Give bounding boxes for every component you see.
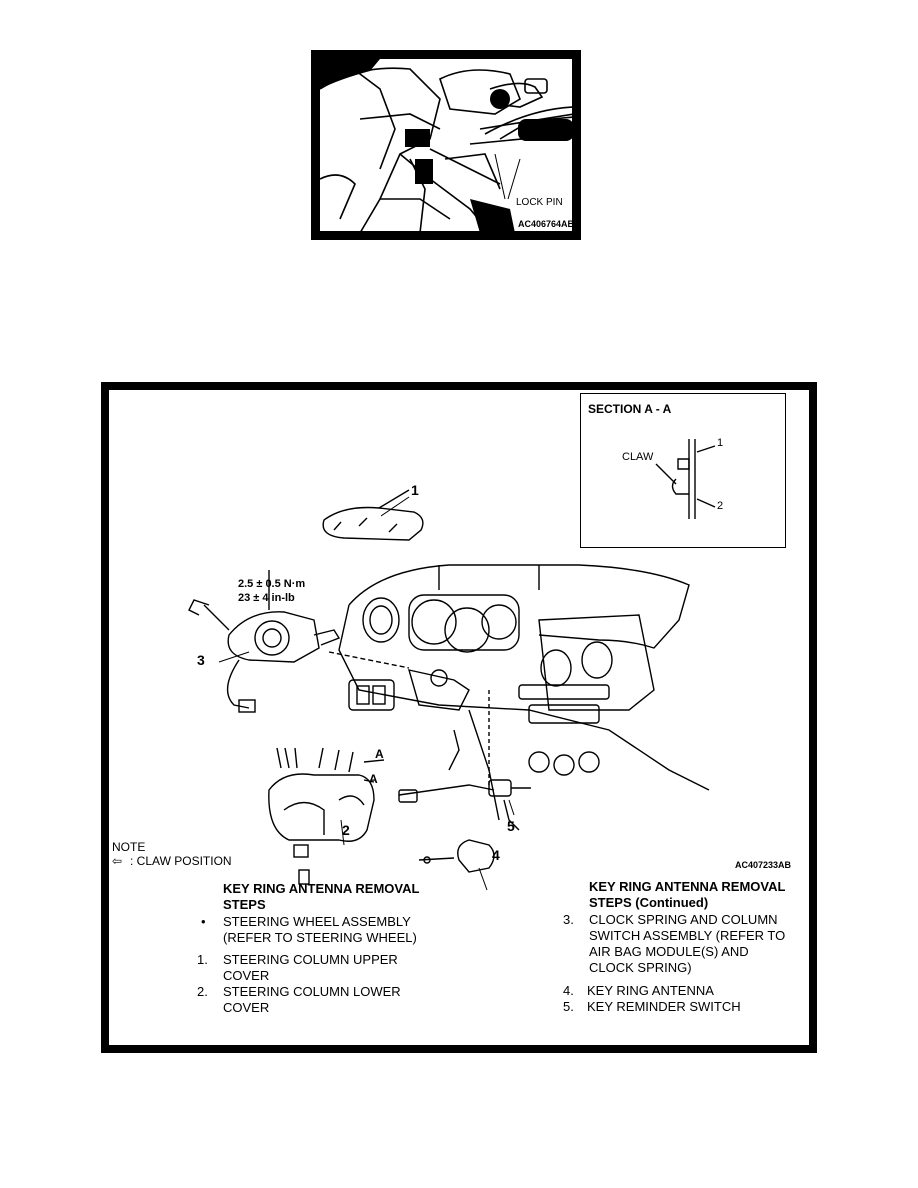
callout-2: 2 <box>342 822 350 838</box>
step-text-line1: STEERING COLUMN LOWER <box>223 984 401 999</box>
step-left-1: 1. STEERING COLUMN UPPER COVER <box>197 952 447 986</box>
key-ring-antenna-figure: SECTION A - A CLAW 1 2 1 2 3 4 5 A A <box>101 382 817 1053</box>
torque-metric: 2.5 ± 0.5 N·m <box>238 578 306 590</box>
step-text-line4: CLOCK SPRING) <box>589 960 692 975</box>
lock-pin-label: LOCK PIN <box>516 197 563 208</box>
lock-pin-illustration: LOCK PIN AC406764AB <box>320 59 572 231</box>
steps-left-heading-line1: KEY RING ANTENNA REMOVAL <box>223 881 420 896</box>
callout-5: 5 <box>507 818 515 834</box>
step-text-line3: AIR BAG MODULE(S) AND <box>589 944 749 959</box>
step-text-line2: COVER <box>223 968 270 983</box>
step-text-line1: CLOCK SPRING AND COLUMN <box>589 912 778 927</box>
step-text-line1: KEY RING ANTENNA <box>587 983 714 998</box>
torque-spec: 2.5 ± 0.5 N·m 23 ± 4 in-lb <box>238 577 305 605</box>
step-number: 5. <box>563 999 574 1014</box>
steps-left-heading: KEY RING ANTENNA REMOVAL STEPS <box>223 881 419 913</box>
section-mark-a-2: A <box>369 772 378 786</box>
callout-1: 1 <box>411 482 419 498</box>
steps-left-heading-line2: STEPS <box>223 897 266 912</box>
steps-right-heading-line2: STEPS (Continued) <box>589 895 709 910</box>
key-ring-antenna-illustration: SECTION A - A CLAW 1 2 1 2 3 4 5 A A <box>109 390 809 1045</box>
step-text-line1: STEERING WHEEL ASSEMBLY <box>223 914 411 929</box>
step-number: 1. <box>197 952 208 967</box>
step-number: 2. <box>197 984 208 999</box>
step-bullet: • <box>201 914 206 929</box>
step-left-0: • STEERING WHEEL ASSEMBLY (REFER TO STEE… <box>197 914 447 948</box>
step-right-0: 3. CLOCK SPRING AND COLUMN SWITCH ASSEMB… <box>563 912 809 978</box>
steering-column-drawing <box>320 59 572 231</box>
section-title: SECTION A - A <box>588 402 672 416</box>
step-left-2: 2. STEERING COLUMN LOWER COVER <box>197 984 447 1018</box>
step-text-line2: (REFER TO STEERING WHEEL) <box>223 930 417 945</box>
torque-imperial: 23 ± 4 in-lb <box>238 592 295 604</box>
figure-code: AC407233AB <box>735 860 792 870</box>
figure-code: AC406764AB <box>518 219 572 229</box>
note-title: NOTE <box>112 840 146 854</box>
section-label-2: 2 <box>717 500 724 512</box>
step-text-line1: STEERING COLUMN UPPER <box>223 952 398 967</box>
note-legend-text: : CLAW POSITION <box>130 854 232 868</box>
section-drawing <box>655 439 716 519</box>
section-mark-a-1: A <box>375 747 384 761</box>
step-right-2: 5. KEY REMINDER SWITCH <box>563 999 809 1017</box>
exploded-view-drawing <box>188 489 710 891</box>
callout-4: 4 <box>492 847 500 863</box>
step-text-line2: COVER <box>223 1000 270 1015</box>
section-a-a-inset: SECTION A - A CLAW 1 2 <box>580 393 786 548</box>
callout-3: 3 <box>197 652 205 668</box>
note-legend: ⇦ : CLAW POSITION <box>112 854 232 868</box>
lock-pin-figure: LOCK PIN AC406764AB <box>311 50 581 240</box>
steps-right-heading: KEY RING ANTENNA REMOVAL STEPS (Continue… <box>589 879 785 911</box>
steps-right-heading-line1: KEY RING ANTENNA REMOVAL <box>589 879 786 894</box>
step-number: 3. <box>563 912 574 927</box>
section-label-1: 1 <box>717 437 724 449</box>
step-number: 4. <box>563 983 574 998</box>
step-text-line2: SWITCH ASSEMBLY (REFER TO <box>589 928 786 943</box>
claw-label: CLAW <box>622 451 654 463</box>
step-text-line1: KEY REMINDER SWITCH <box>587 999 741 1014</box>
step-right-1: 4. KEY RING ANTENNA <box>563 983 809 1001</box>
claw-arrow-icon: ⇦ <box>112 854 123 868</box>
